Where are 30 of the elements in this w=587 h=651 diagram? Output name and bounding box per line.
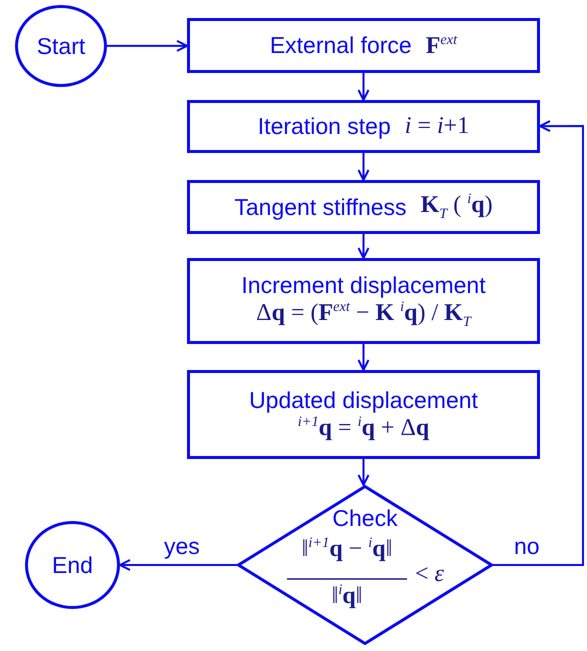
node-label: Tangent stiffness — [234, 194, 407, 220]
formula: i = i+1 — [404, 113, 470, 140]
node-label: Increment displacement — [241, 272, 486, 299]
arrow — [358, 153, 370, 181]
decision-label: Check — [331, 505, 399, 532]
arrow — [119, 559, 237, 571]
arrow — [358, 234, 370, 259]
fraction-denominator: ‖$^{i}$q‖ — [330, 582, 364, 610]
process-box — [187, 18, 540, 73]
process-box — [187, 180, 540, 234]
node-label: Start — [36, 32, 86, 60]
arrow — [358, 344, 370, 371]
formula: Δq = (F$^{ext}$ − K $^{i}$q) / K$_{T}$ — [256, 298, 471, 330]
fraction-numerator: ‖$^{i+1}$q − $^{i}$q‖ — [300, 535, 394, 563]
decision-diamond — [237, 485, 493, 645]
node-label: External force — [270, 32, 412, 59]
formula: F$^{ext}$ — [426, 32, 458, 60]
arrow — [358, 73, 370, 101]
node-label: Iteration step — [258, 113, 391, 140]
node-label: End — [52, 552, 93, 578]
inequality-text: < ε — [415, 561, 446, 588]
arrow — [107, 40, 188, 52]
process-box — [187, 370, 540, 459]
formula: K$_{T}$ ( $^{i}$q) — [420, 191, 493, 223]
formula: $^{i+1}$q = $^{i}$q + Δq — [298, 414, 430, 442]
process-box — [187, 100, 540, 153]
arrow — [358, 459, 370, 486]
node-label: Updated displacement — [249, 387, 478, 414]
arrow — [493, 120, 584, 566]
process-box — [187, 258, 540, 344]
